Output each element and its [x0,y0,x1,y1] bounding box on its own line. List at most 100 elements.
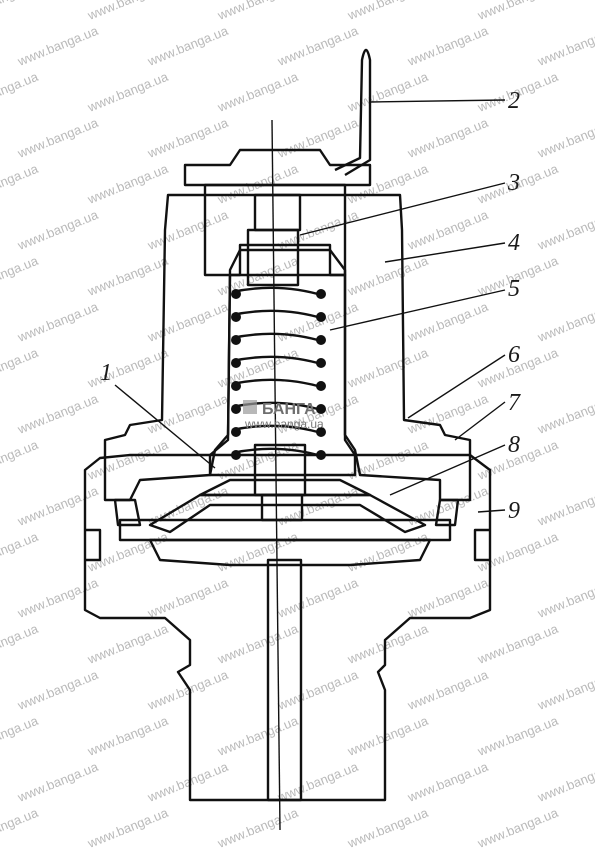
spring-coil [231,401,326,413]
spring-coil [231,424,326,436]
callout-1: 1 [100,360,112,386]
watermark-text: www.banga.ua [0,529,41,576]
watermark-text: www.banga.ua [0,69,41,116]
watermark-text: www.banga.ua [15,391,101,438]
watermark-text: www.banga.ua [145,759,231,806]
spring-coil [231,355,326,367]
watermark-text: www.banga.ua [345,529,431,576]
watermark-text: www.banga.ua [405,667,491,714]
logo-watermark: БАНГА www.banga.ua [243,400,324,431]
watermark-text: www.banga.ua [345,713,431,760]
watermark-text: www.banga.ua [475,805,561,852]
spring-coil-section [316,381,326,391]
callout-3: 3 [507,170,520,196]
watermark-text: www.banga.ua [535,759,595,806]
spring-coil-section [316,427,326,437]
callout-9: 9 [508,498,520,524]
watermark-text: www.banga.ua [535,115,595,162]
watermark-text: www.banga.ua [475,713,561,760]
watermark-text: www.banga.ua [0,345,41,392]
watermark-text: www.banga.ua [215,621,301,668]
watermark-text: www.banga.ua [85,69,171,116]
watermark-text: www.banga.ua [15,483,101,530]
callout-6: 6 [508,342,520,368]
spring [231,286,326,460]
watermark-text: www.banga.ua [15,23,101,70]
watermark-text: www.banga.ua [215,69,301,116]
watermark-text: www.banga.ua [535,483,595,530]
spring-coil-section [316,358,326,368]
watermark-text: www.banga.ua [215,805,301,852]
watermark-text: www.banga.ua [85,713,171,760]
callout-4: 4 [508,230,520,256]
watermark-text: www.banga.ua [15,575,101,622]
spring-coil-section [316,450,326,460]
watermark-text: www.banga.ua [215,713,301,760]
spring-coil-section [316,335,326,345]
watermark-text: www.banga.ua [0,621,41,668]
watermark-text: www.banga.ua [405,115,491,162]
watermark-text: www.banga.ua [405,23,491,70]
watermark-text: www.banga.ua [275,115,361,162]
spring-coil-section [231,450,241,460]
watermark-text: www.banga.ua [15,667,101,714]
spring-coil-section [231,335,241,345]
watermark-text: www.banga.ua [15,299,101,346]
watermark-text: www.banga.ua [535,23,595,70]
watermark-text: www.banga.ua [275,23,361,70]
watermark-text: www.banga.ua [405,299,491,346]
spring-coil [231,378,326,390]
spring-coil-section [231,289,241,299]
watermark-text: www.banga.ua [85,345,171,392]
watermark-text: www.banga.ua [535,391,595,438]
watermark-text: www.banga.ua [145,667,231,714]
callout-2: 2 [508,88,520,114]
logo-url: www.banga.ua [244,417,324,431]
watermark-text: www.banga.ua [535,667,595,714]
lever-wire [334,48,372,177]
watermark-text: www.banga.ua [405,207,491,254]
callout-labels: 1 2 3 4 5 6 7 8 9 [100,88,521,524]
spring-coil-section [316,404,326,414]
spring-coil-section [316,312,326,322]
callout-5: 5 [508,276,520,302]
watermark-text: www.banga.ua [215,529,301,576]
watermark-text: www.banga.ua [345,345,431,392]
spring-coil-section [231,358,241,368]
leader-lines [114,99,506,513]
watermark-text: www.banga.ua [405,759,491,806]
watermark-text: www.banga.ua [145,299,231,346]
spring-coil [231,447,326,459]
logo-text: БАНГА [262,401,316,418]
watermark-text: www.banga.ua [15,115,101,162]
watermark-text: www.banga.ua [85,161,171,208]
watermark-text: www.banga.ua [145,23,231,70]
watermark-text: www.banga.ua [215,0,301,23]
watermark-text: www.banga.ua [0,253,41,300]
watermark-text: www.banga.ua [345,0,431,23]
spring-coil-section [231,381,241,391]
watermark-text: www.banga.ua [0,713,41,760]
watermark-text: www.banga.ua [0,161,41,208]
watermark-text: www.banga.ua [85,529,171,576]
spring-coil [231,286,326,298]
watermark-text: www.banga.ua [535,207,595,254]
watermark-text: www.banga.ua [475,529,561,576]
watermark-text: www.banga.ua [145,391,231,438]
spring-coil-section [316,289,326,299]
watermark-text: www.banga.ua [345,805,431,852]
watermark-text: www.banga.ua [475,0,561,23]
callout-8: 8 [508,432,520,458]
watermark-text: www.banga.ua [475,621,561,668]
watermark-text: www.banga.ua [275,575,361,622]
watermark-text: www.banga.ua [0,805,41,852]
watermark-text: www.banga.ua [85,0,171,23]
valve-stem [253,119,307,831]
watermark-text: www.banga.ua [405,391,491,438]
watermark-text: www.banga.ua [345,253,431,300]
callout-7: 7 [508,390,521,416]
watermark-text: www.banga.ua [275,667,361,714]
spring-coil-section [231,427,241,437]
watermark-text: www.banga.ua [275,759,361,806]
